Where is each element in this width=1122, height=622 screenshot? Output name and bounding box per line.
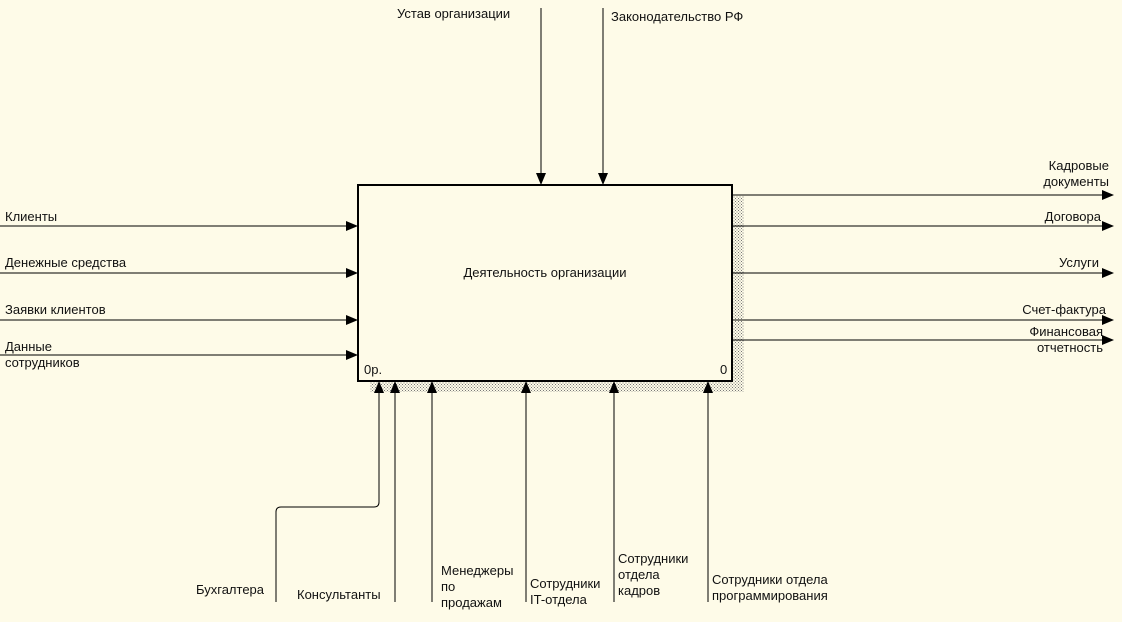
mechanism-label-menedzhery: Менеджеры по продажам (441, 563, 513, 611)
mechanism-label-otdel-kadrov: Сотрудники отдела кадров (618, 551, 688, 599)
activity-title: Деятельность организации (463, 265, 627, 280)
output-label-schet-faktura: Счет-фактура (1022, 302, 1106, 317)
mechanism-label-konsultanty: Консультанты (297, 587, 381, 602)
input-label-klienty: Клиенты (5, 209, 58, 224)
mechanism-label-line: Сотрудники (618, 551, 689, 566)
mechanism-label-line: кадров (618, 583, 661, 598)
activity-cost: 0р. (364, 362, 383, 377)
mechanism-label-line: Сотрудники отдела (712, 572, 828, 587)
mechanism-label-line: отдела (618, 567, 660, 582)
output-label-line: документы (1043, 174, 1109, 189)
mechanism-label-line: программирования (712, 588, 828, 603)
mechanism-label-it-otdel: Сотрудники IT-отдела (530, 576, 600, 608)
mechanism-label-bukhgaltera: Бухгалтера (196, 582, 265, 597)
mechanism-label-line: Менеджеры (441, 563, 514, 578)
input-label-zayavki-klientov: Заявки клиентов (5, 302, 106, 317)
input-label-line: сотрудников (5, 355, 80, 370)
input-label-dannye-sotrudnikov: Данные сотрудников (5, 339, 80, 371)
activity-node-number: 0 (720, 362, 728, 377)
output-label-line: Кадровые (1048, 158, 1109, 173)
mechanism-label-line: Сотрудники (530, 576, 601, 591)
output-label-finansovaya-otchetnost: Финансовая отчетность (1000, 324, 1103, 356)
activity-box[interactable] (357, 184, 733, 382)
output-label-line: Финансовая (1029, 324, 1103, 339)
mechanism-label-line: продажам (441, 595, 502, 610)
mechanism-label-line: по (441, 579, 456, 594)
output-label-uslugi: Услуги (1059, 255, 1099, 270)
control-label-ustav: Устав организации (397, 6, 511, 21)
output-label-kadrovye-dokumenty: Кадровые документы (1000, 158, 1109, 190)
control-label-zakonodatelstvo: Законодательство РФ (611, 9, 744, 24)
output-label-line: отчетность (1036, 340, 1103, 355)
mechanism-arrow-bukhgaltera[interactable] (275, 381, 384, 602)
input-label-denezhnye-sredstva: Денежные средства (5, 255, 127, 270)
mechanism-label-otdel-programmirovaniya: Сотрудники отдела программирования (712, 572, 828, 604)
mechanism-label-line: IT-отдела (530, 592, 587, 607)
output-label-dogovora: Договора (1044, 209, 1101, 224)
input-label-line: Данные (5, 339, 52, 354)
